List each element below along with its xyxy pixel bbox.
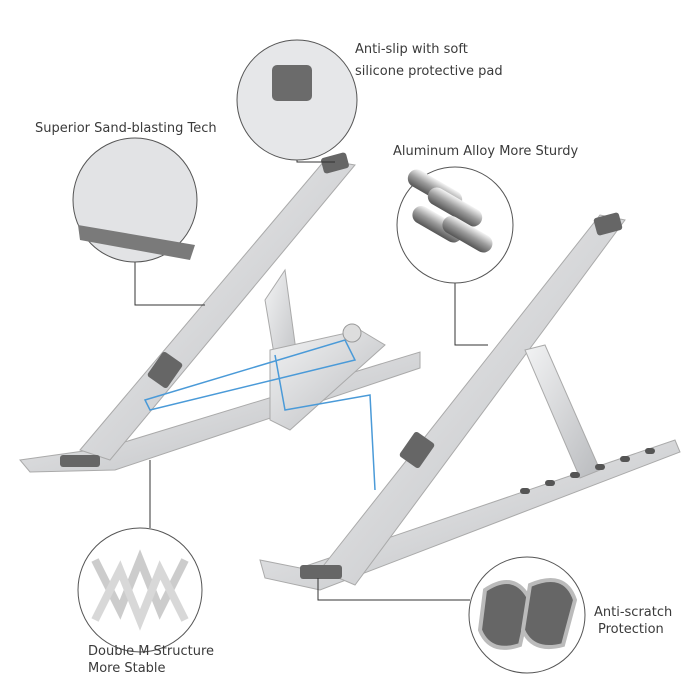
- front-stand: [259, 212, 681, 591]
- leader-lines: [134, 160, 488, 601]
- callout-sand-blasting-circle: [72, 137, 198, 263]
- callout-sand-blasting: Superior Sand-blasting Tech: [35, 121, 217, 136]
- rubber-pad: [593, 212, 623, 236]
- callout-aluminum: Aluminum Alloy More Sturdy: [393, 144, 579, 159]
- callout-aluminum-circle: [396, 166, 514, 284]
- hinge-highlight: [143, 339, 357, 411]
- callout-anti-slip-line2: silicone protective pad: [355, 64, 503, 79]
- rear-stand: [19, 152, 421, 491]
- callout-anti-slip-circle: [236, 39, 358, 161]
- rubber-pad: [60, 455, 100, 467]
- rubber-pad: [147, 352, 183, 388]
- callout-double-m-line2: More Stable: [88, 661, 166, 676]
- rubber-pad: [321, 152, 349, 174]
- callout-double-m-line1: Double M Structure: [88, 644, 215, 659]
- callout-double-m-circle: [77, 527, 203, 653]
- rubber-pad: [300, 565, 342, 579]
- callout-anti-scratch-circle: [468, 556, 586, 674]
- callout-anti-scratch-line2: Protection: [598, 622, 664, 637]
- rubber-pad: [399, 432, 435, 468]
- callout-anti-scratch-line1: Anti-scratch: [594, 605, 673, 620]
- callout-anti-slip-line1: Anti-slip with soft: [355, 42, 468, 57]
